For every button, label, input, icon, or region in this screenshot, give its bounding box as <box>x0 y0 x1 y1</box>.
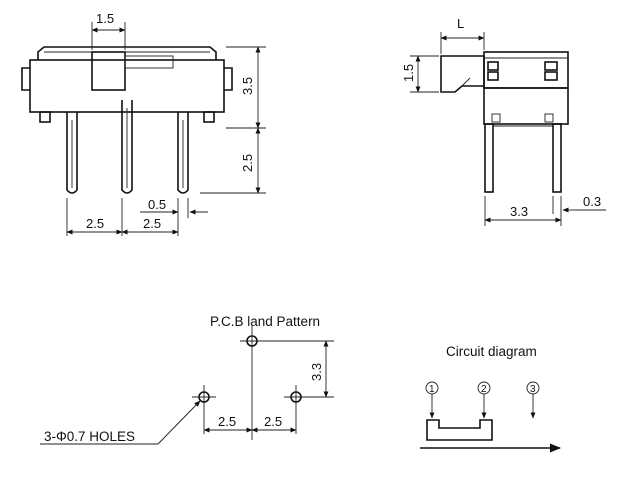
side-dim-actuator: L <box>457 16 464 31</box>
pcb-dim-height: 3.3 <box>309 363 324 381</box>
pcb-title: P.C.B land Pattern <box>210 314 320 329</box>
circuit-diagram: Circuit diagram 1 2 3 <box>420 344 562 453</box>
front-dim-pin-width: 0.5 <box>148 197 166 212</box>
circuit-pin-3: 3 <box>530 384 536 395</box>
front-dim-pitch-left: 2.5 <box>86 216 104 231</box>
front-dim-body-height: 3.5 <box>240 77 255 95</box>
front-dim-pin-length: 2.5 <box>240 154 255 172</box>
switch-contact <box>426 419 493 441</box>
front-dim-top: 1.5 <box>96 11 114 26</box>
side-view: L 1.5 3.3 0.3 <box>401 16 606 226</box>
side-dim-pin-thickness: 0.3 <box>583 194 601 209</box>
front-view: 1.5 3.5 2.5 0.5 2.5 2.5 <box>21 11 266 236</box>
side-dim-actuator-height: 1.5 <box>401 64 416 82</box>
pcb-holes-label: 3-Φ0.7 HOLES <box>44 429 135 444</box>
circuit-pin-2: 2 <box>481 384 487 395</box>
front-dim-pitch-right: 2.5 <box>143 216 161 231</box>
side-dim-depth: 3.3 <box>510 204 528 219</box>
circuit-title: Circuit diagram <box>446 344 537 359</box>
pcb-dim-pitch-left: 2.5 <box>218 414 236 429</box>
pcb-land-pattern: P.C.B land Pattern 3.3 2.5 2.5 3-Φ0.7 HO… <box>40 314 334 445</box>
circuit-pin-1: 1 <box>429 384 435 395</box>
pcb-dim-pitch-right: 2.5 <box>264 414 282 429</box>
